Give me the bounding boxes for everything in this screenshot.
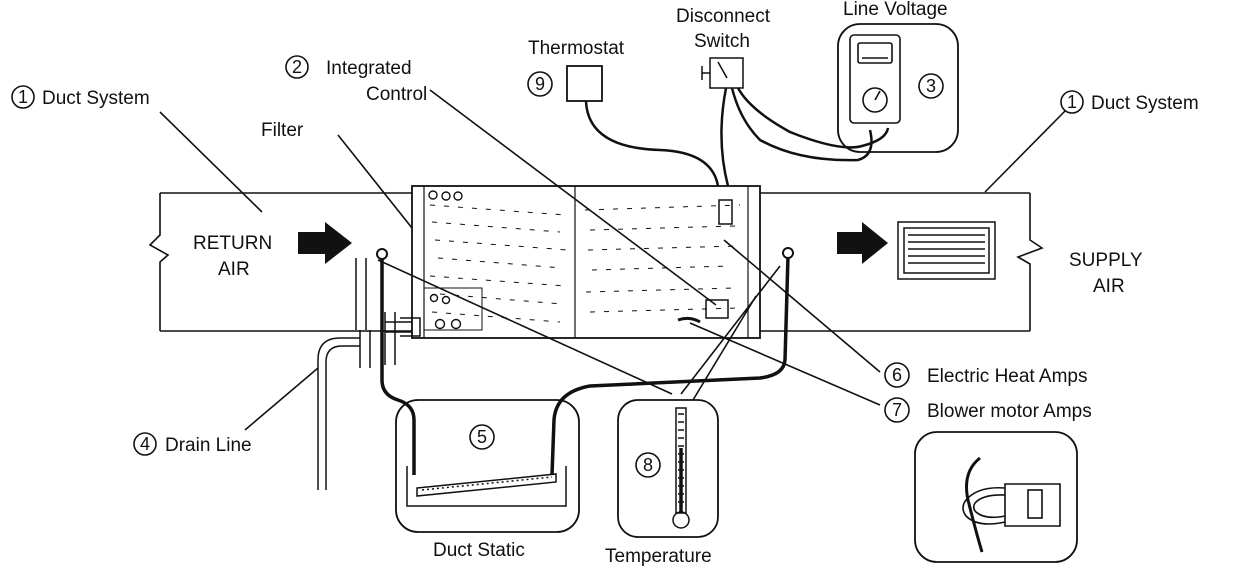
label-blower-motor-amps: Blower motor Amps (927, 401, 1092, 422)
badge-electric-heat: 6 (892, 365, 902, 385)
number-badges: 1 1 2 3 4 5 6 7 8 9 (11, 55, 1084, 478)
leader-lines (159, 89, 1069, 431)
badge-duct-left: 1 (18, 87, 28, 107)
clamp-meter-box (914, 431, 1078, 563)
supply-grille (897, 221, 996, 280)
duct-system (148, 192, 1044, 332)
label-return-air-2: AIR (218, 259, 250, 280)
static-probe-return (376, 248, 388, 260)
label-temperature: Temperature (605, 546, 712, 567)
air-handler-unit (411, 185, 761, 339)
thermostat-icon (566, 65, 603, 102)
line-voltage-box (837, 23, 959, 153)
inclined-manometer (406, 466, 567, 507)
clamp-meter-icon (962, 456, 1061, 553)
badge-duct-right: 1 (1067, 92, 1077, 112)
electric-heat-element (718, 199, 733, 225)
temperature-box (617, 399, 719, 538)
thermometer-icon (672, 407, 690, 529)
label-duct-system-left: Duct System (42, 88, 150, 109)
return-air-arrow (298, 222, 352, 264)
label-supply-air-1: SUPPLY (1069, 250, 1143, 271)
label-integrated-control-2: Control (366, 84, 427, 105)
label-integrated-control-1: Integrated (326, 58, 412, 79)
label-filter: Filter (261, 120, 304, 141)
label-return-air-1: RETURN (193, 233, 272, 254)
label-duct-static: Duct Static (433, 540, 525, 561)
manometer-tubing (380, 254, 790, 476)
static-probe-supply (782, 247, 794, 259)
label-duct-system-right: Duct System (1091, 93, 1199, 114)
voltmeter-icon (849, 34, 901, 124)
label-supply-air-2: AIR (1093, 276, 1125, 297)
supply-air-arrow (837, 222, 888, 264)
badge-thermostat: 9 (535, 74, 545, 94)
coil-circles (423, 190, 483, 331)
integrated-control-board (705, 299, 729, 319)
label-disconnect-2: Switch (694, 31, 750, 52)
coil-speckle (429, 204, 741, 323)
label-thermostat: Thermostat (528, 38, 625, 59)
badge-duct-static: 5 (477, 427, 487, 447)
badge-line-voltage: 3 (926, 76, 936, 96)
badge-blower-motor: 7 (892, 400, 902, 420)
badge-drain-line: 4 (140, 434, 150, 454)
disconnect-switch-icon (701, 57, 744, 89)
badge-integrated-control: 2 (292, 57, 302, 77)
badge-temperature: 8 (643, 455, 653, 475)
text-labels: Duct System Duct System Integrated Contr… (42, 0, 1199, 567)
thermostat-wire (584, 100, 720, 187)
duct-static-box (395, 399, 580, 533)
blower-wire (677, 316, 701, 324)
label-disconnect-1: Disconnect (676, 6, 771, 27)
label-line-voltage: Line Voltage (843, 0, 948, 20)
label-drain-line: Drain Line (165, 435, 252, 456)
drain-line (317, 258, 421, 490)
label-electric-heat-amps: Electric Heat Amps (927, 366, 1088, 387)
